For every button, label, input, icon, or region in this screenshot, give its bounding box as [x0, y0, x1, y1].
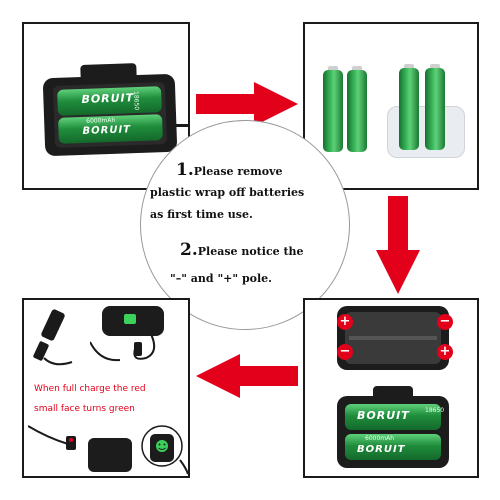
- charger-indicator-green-face-icon: [141, 425, 188, 475]
- step2-line2: "–" and "+" pole.: [170, 272, 272, 285]
- negative-pole-label: −: [339, 344, 351, 359]
- battery-brand: BORUIT: [357, 444, 406, 455]
- negative-pole-icon: −: [337, 344, 353, 360]
- battery-model: 18650: [425, 407, 445, 414]
- battery-case-loaded: BORUIT 18650 6000mAh BORUIT: [337, 386, 449, 468]
- charge-note-line2: small face turns green: [34, 404, 135, 414]
- negative-pole-label: −: [439, 314, 451, 329]
- step1-number: 1.: [176, 160, 194, 180]
- step1-line3: as first time use.: [150, 208, 253, 221]
- battery-cell-1: [323, 66, 343, 152]
- positive-pole-label: +: [339, 314, 351, 329]
- battery-capacity: 6000mAh: [86, 116, 116, 125]
- step2-number: 2.: [180, 240, 198, 260]
- battery-cell-4: [425, 64, 445, 150]
- arrow-down-icon: [376, 196, 420, 294]
- case-clip-top: [80, 63, 137, 81]
- negative-pole-icon: −: [437, 314, 453, 330]
- panel-batteries-unwrapped: [303, 22, 479, 190]
- arrow-left-icon: [196, 354, 298, 398]
- battery-cell-3: [399, 64, 419, 150]
- battery-brand: BORUIT: [357, 409, 410, 422]
- panel-charging: When full charge the red small face turn…: [22, 298, 190, 478]
- battery-brand: BORUIT: [81, 91, 135, 106]
- step2-heading: 2.Please notice the: [180, 240, 304, 260]
- instruction-circle: [140, 120, 350, 330]
- battery-slot-divider: [349, 336, 437, 340]
- battery-cell-top: BORUIT 18650: [57, 86, 162, 116]
- case-clip-top: [373, 386, 413, 400]
- panel-battery-polarity: + − − + BORUIT 18650 6000mAh BORUIT: [303, 298, 479, 478]
- battery-cell-2: [347, 66, 367, 152]
- step1-heading: 1.Please remove: [176, 160, 283, 180]
- step2-line1: Please notice the: [197, 245, 304, 258]
- battery-cell-top: BORUIT 18650: [345, 404, 445, 430]
- battery-cell-bottom: 6000mAh BORUIT: [58, 114, 163, 144]
- positive-pole-icon: +: [337, 314, 353, 330]
- step1-line1: Please remove: [193, 165, 283, 178]
- battery-model: 18650: [132, 90, 140, 111]
- charge-note-line1: When full charge the red: [34, 384, 146, 394]
- charging-cable: [174, 124, 188, 127]
- positive-pole-icon: +: [437, 344, 453, 360]
- arrow-right-icon: [196, 82, 298, 126]
- headlamp-charging-icon: [90, 306, 164, 362]
- battery-capacity: 6000mAh: [365, 435, 395, 442]
- battery-case: BORUIT 18650 6000mAh BORUIT: [42, 63, 178, 157]
- car-charger-icon: [33, 309, 73, 366]
- step1-line2: plastic wrap off batteries: [150, 186, 305, 199]
- battery-brand: BORUIT: [82, 124, 132, 137]
- battery-case-open: [337, 306, 449, 370]
- battery-cell-bottom: 6000mAh BORUIT: [345, 434, 441, 460]
- wall-charger-icon: [28, 425, 132, 472]
- positive-pole-label: +: [439, 344, 451, 359]
